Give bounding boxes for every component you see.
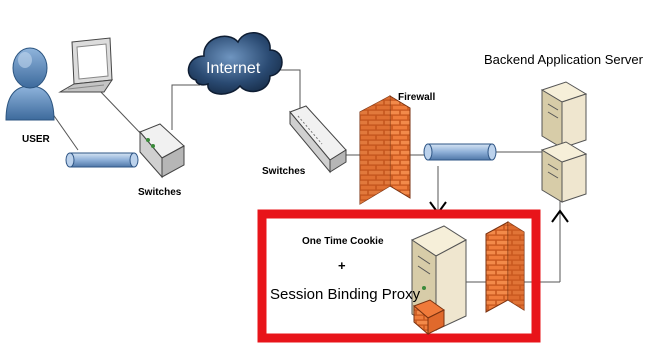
user-label: USER [22,134,50,145]
plus-label: + [338,258,346,273]
session-binding-proxy-label: Session Binding Proxy [270,286,421,303]
laptop-icon [58,37,114,93]
backend-label: Backend Application Server [484,52,643,67]
arrowhead-up [551,209,569,223]
proxy-highlight-box [257,209,541,343]
firewall-label: Firewall [398,92,436,103]
switch-icon [289,105,347,174]
internet-label: Internet [206,60,261,77]
user-person-icon [5,47,55,121]
proxy-server-icon [410,225,467,336]
switches-mid-label: Switches [262,166,306,177]
switches-left-label: Switches [138,187,182,198]
left-network-pipe [65,152,139,168]
firewall-icon [359,95,411,205]
one-time-cookie-label: One Time Cookie [302,236,384,247]
firewall-icon [485,221,525,313]
internet-cloud-icon [187,32,283,95]
switch-icon [139,123,185,179]
server-icon [540,81,588,203]
firewall-network-pipe [423,143,497,161]
